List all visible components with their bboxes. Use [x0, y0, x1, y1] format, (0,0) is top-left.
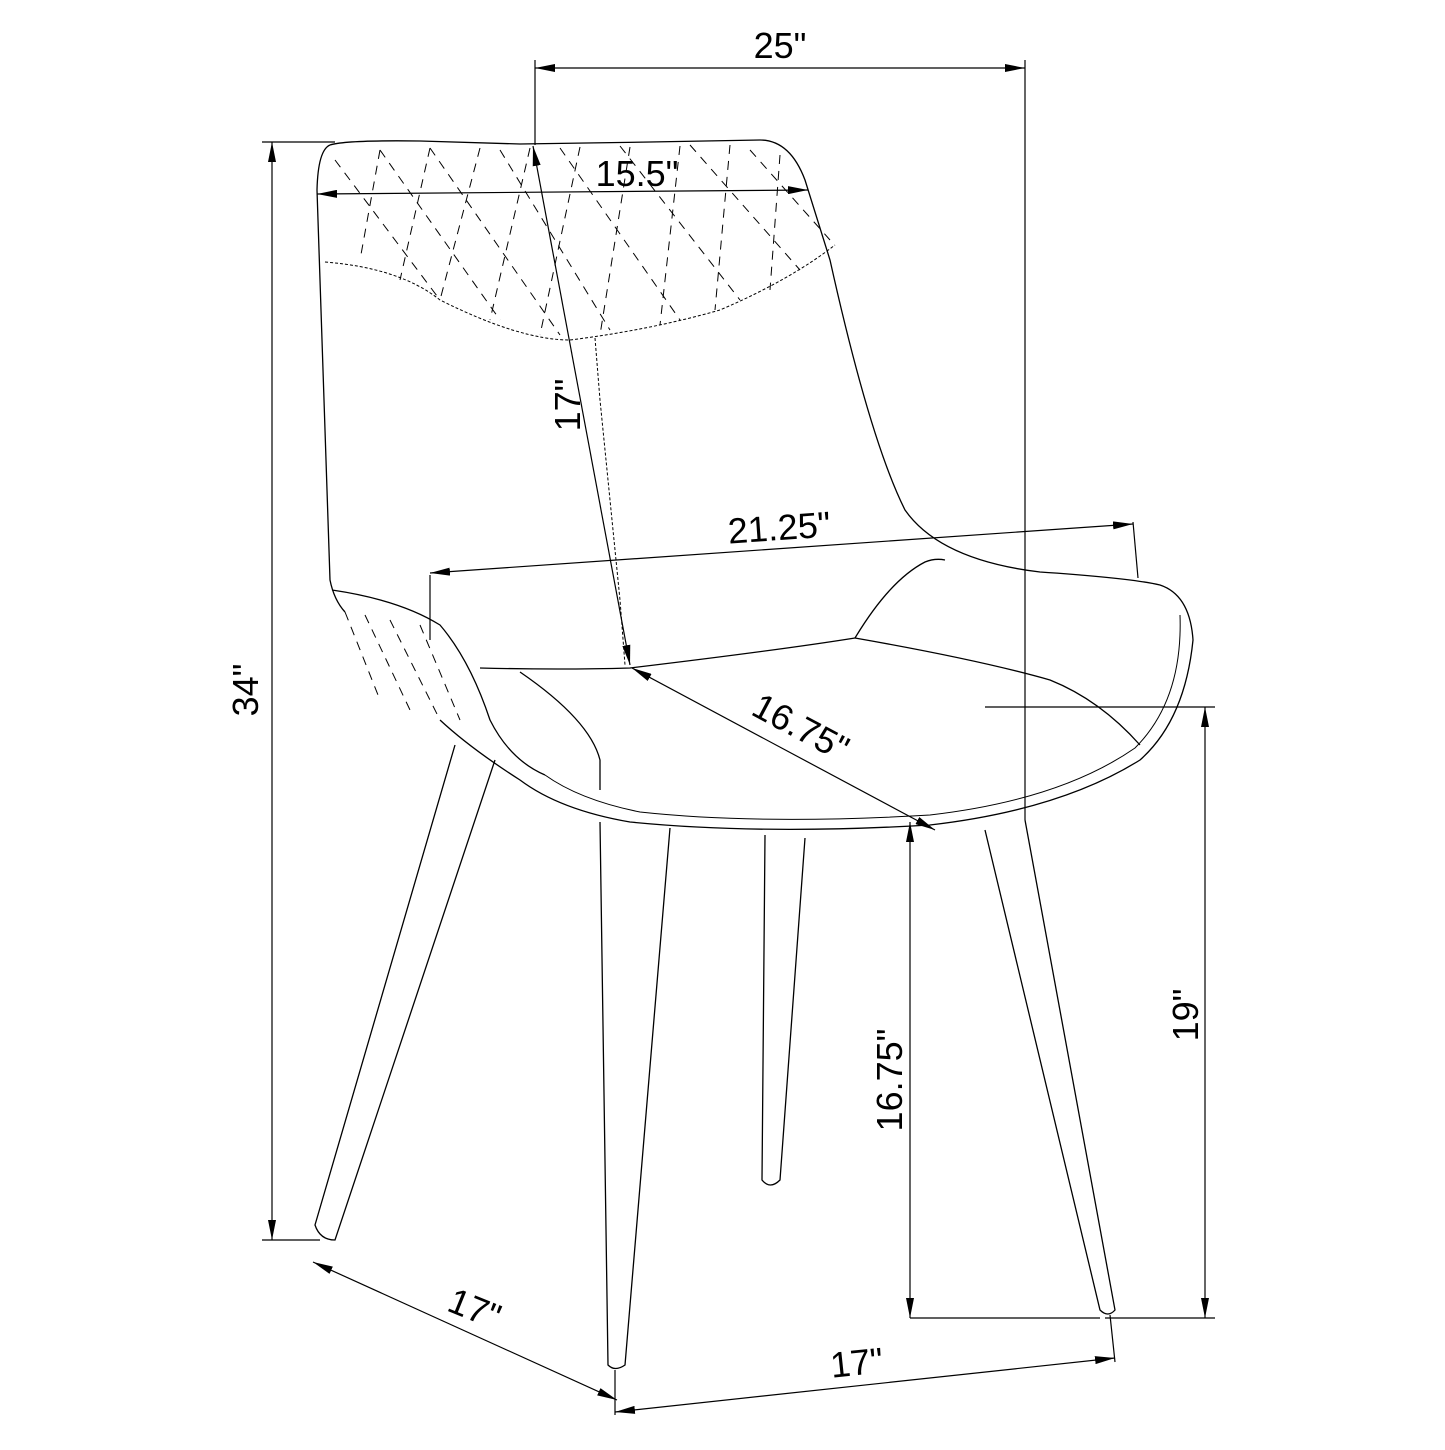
dimension-25in: 25"	[534, 25, 1026, 820]
label-seat-width: 21.25"	[726, 503, 831, 551]
dimension-17in-back: 17"	[532, 145, 631, 666]
label-seat-height: 19"	[1165, 989, 1206, 1042]
label-overall-height: 34"	[225, 664, 266, 717]
label-seat-depth: 16.75"	[746, 685, 856, 769]
dimension-19in: 19"	[985, 706, 1215, 1319]
label-back-width: 15.5"	[596, 153, 679, 194]
label-overall-width: 25"	[754, 25, 807, 66]
label-clearance-height: 16.75"	[869, 1029, 910, 1132]
chair-legs	[314, 744, 1116, 1370]
dimension-17in-side: 17"	[312, 1261, 618, 1401]
label-back-height: 17"	[547, 379, 588, 432]
dimension-15-5in: 15.5"	[316, 153, 809, 198]
dimension-16-75in-seat: 16.75"	[631, 667, 936, 831]
dimension-34in: 34"	[225, 141, 335, 1241]
label-leg-span-side: 17"	[443, 1280, 507, 1338]
quilted-pattern	[334, 144, 831, 336]
dimension-17in-front: 17"	[614, 1314, 1116, 1415]
label-leg-span-front: 17"	[828, 1339, 885, 1385]
dimension-16-75in-clearance: 16.75"	[869, 822, 1100, 1319]
dimension-21-25in: 21.25"	[429, 503, 1139, 640]
chair-outline	[316, 139, 1194, 830]
